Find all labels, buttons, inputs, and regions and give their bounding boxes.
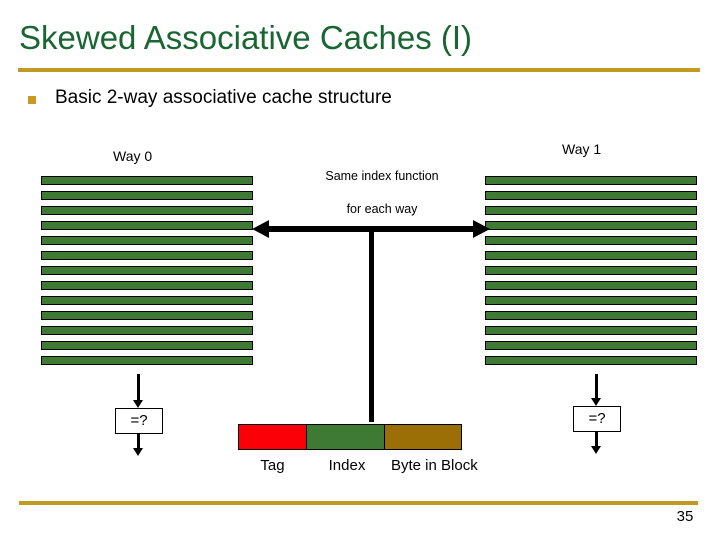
cache-line — [485, 356, 697, 365]
cache-line — [41, 176, 253, 185]
cache-line — [485, 296, 697, 305]
cache-line — [485, 191, 697, 200]
cache-line — [41, 296, 253, 305]
way0-output-arrowhead-icon — [133, 400, 143, 408]
cache-line — [41, 251, 253, 260]
way1-output-line — [595, 374, 598, 400]
address-layout-labels: Tag Index Byte in Block — [238, 456, 478, 476]
way0-label: Way 0 — [113, 148, 153, 164]
cache-line — [485, 206, 697, 215]
cache-line — [485, 341, 697, 350]
address-label-index: Index — [328, 457, 366, 474]
bullet-item: Basic 2-way associative cache structure — [28, 86, 628, 112]
footer-divider — [19, 501, 698, 505]
comparator-left-output-line — [137, 434, 140, 452]
address-segment-tag — [238, 424, 307, 450]
cache-line — [41, 236, 253, 245]
page-title: Skewed Associative Caches (I) — [19, 19, 473, 56]
address-segment-index — [305, 424, 386, 450]
bullet-item-label: Basic 2-way associative cache structure — [55, 87, 392, 108]
cache-line — [485, 176, 697, 185]
comparator-left-output-arrowhead-icon — [133, 448, 143, 456]
cache-line — [485, 326, 697, 335]
cache-line — [485, 266, 697, 275]
way0-cache-block — [41, 176, 253, 365]
title-divider — [18, 68, 700, 72]
cache-line — [41, 311, 253, 320]
cache-line — [41, 206, 253, 215]
address-label-byte-in-block: Byte in Block — [391, 457, 478, 474]
way0-output-line — [137, 374, 140, 402]
cache-line — [41, 326, 253, 335]
cache-line — [485, 251, 697, 260]
way1-output-arrowhead-icon — [591, 398, 601, 406]
cache-line — [485, 281, 697, 290]
address-label-tag: Tag — [260, 457, 285, 474]
way1-label: Way 1 — [562, 141, 602, 157]
cache-line — [41, 356, 253, 365]
comparator-left: =? — [115, 408, 163, 434]
cache-line — [485, 236, 697, 245]
cache-line — [41, 341, 253, 350]
address-layout-bar — [238, 424, 462, 450]
way1-cache-block — [485, 176, 697, 365]
page-number: 35 — [676, 508, 694, 525]
cache-line — [41, 266, 253, 275]
index-function-note-line2: for each way — [346, 202, 418, 216]
cache-line — [485, 221, 697, 230]
cache-line — [485, 311, 697, 320]
cache-line — [41, 191, 253, 200]
comparator-right-output-line — [595, 432, 598, 450]
comparator-right-output-arrowhead-icon — [591, 446, 601, 454]
cache-line — [41, 221, 253, 230]
address-segment-byte-in-block — [384, 424, 462, 450]
index-drop-line — [369, 228, 374, 422]
index-function-note-line1: Same index function — [325, 169, 439, 183]
square-bullet-icon — [28, 96, 36, 104]
comparator-right: =? — [573, 406, 621, 432]
cache-line — [41, 281, 253, 290]
